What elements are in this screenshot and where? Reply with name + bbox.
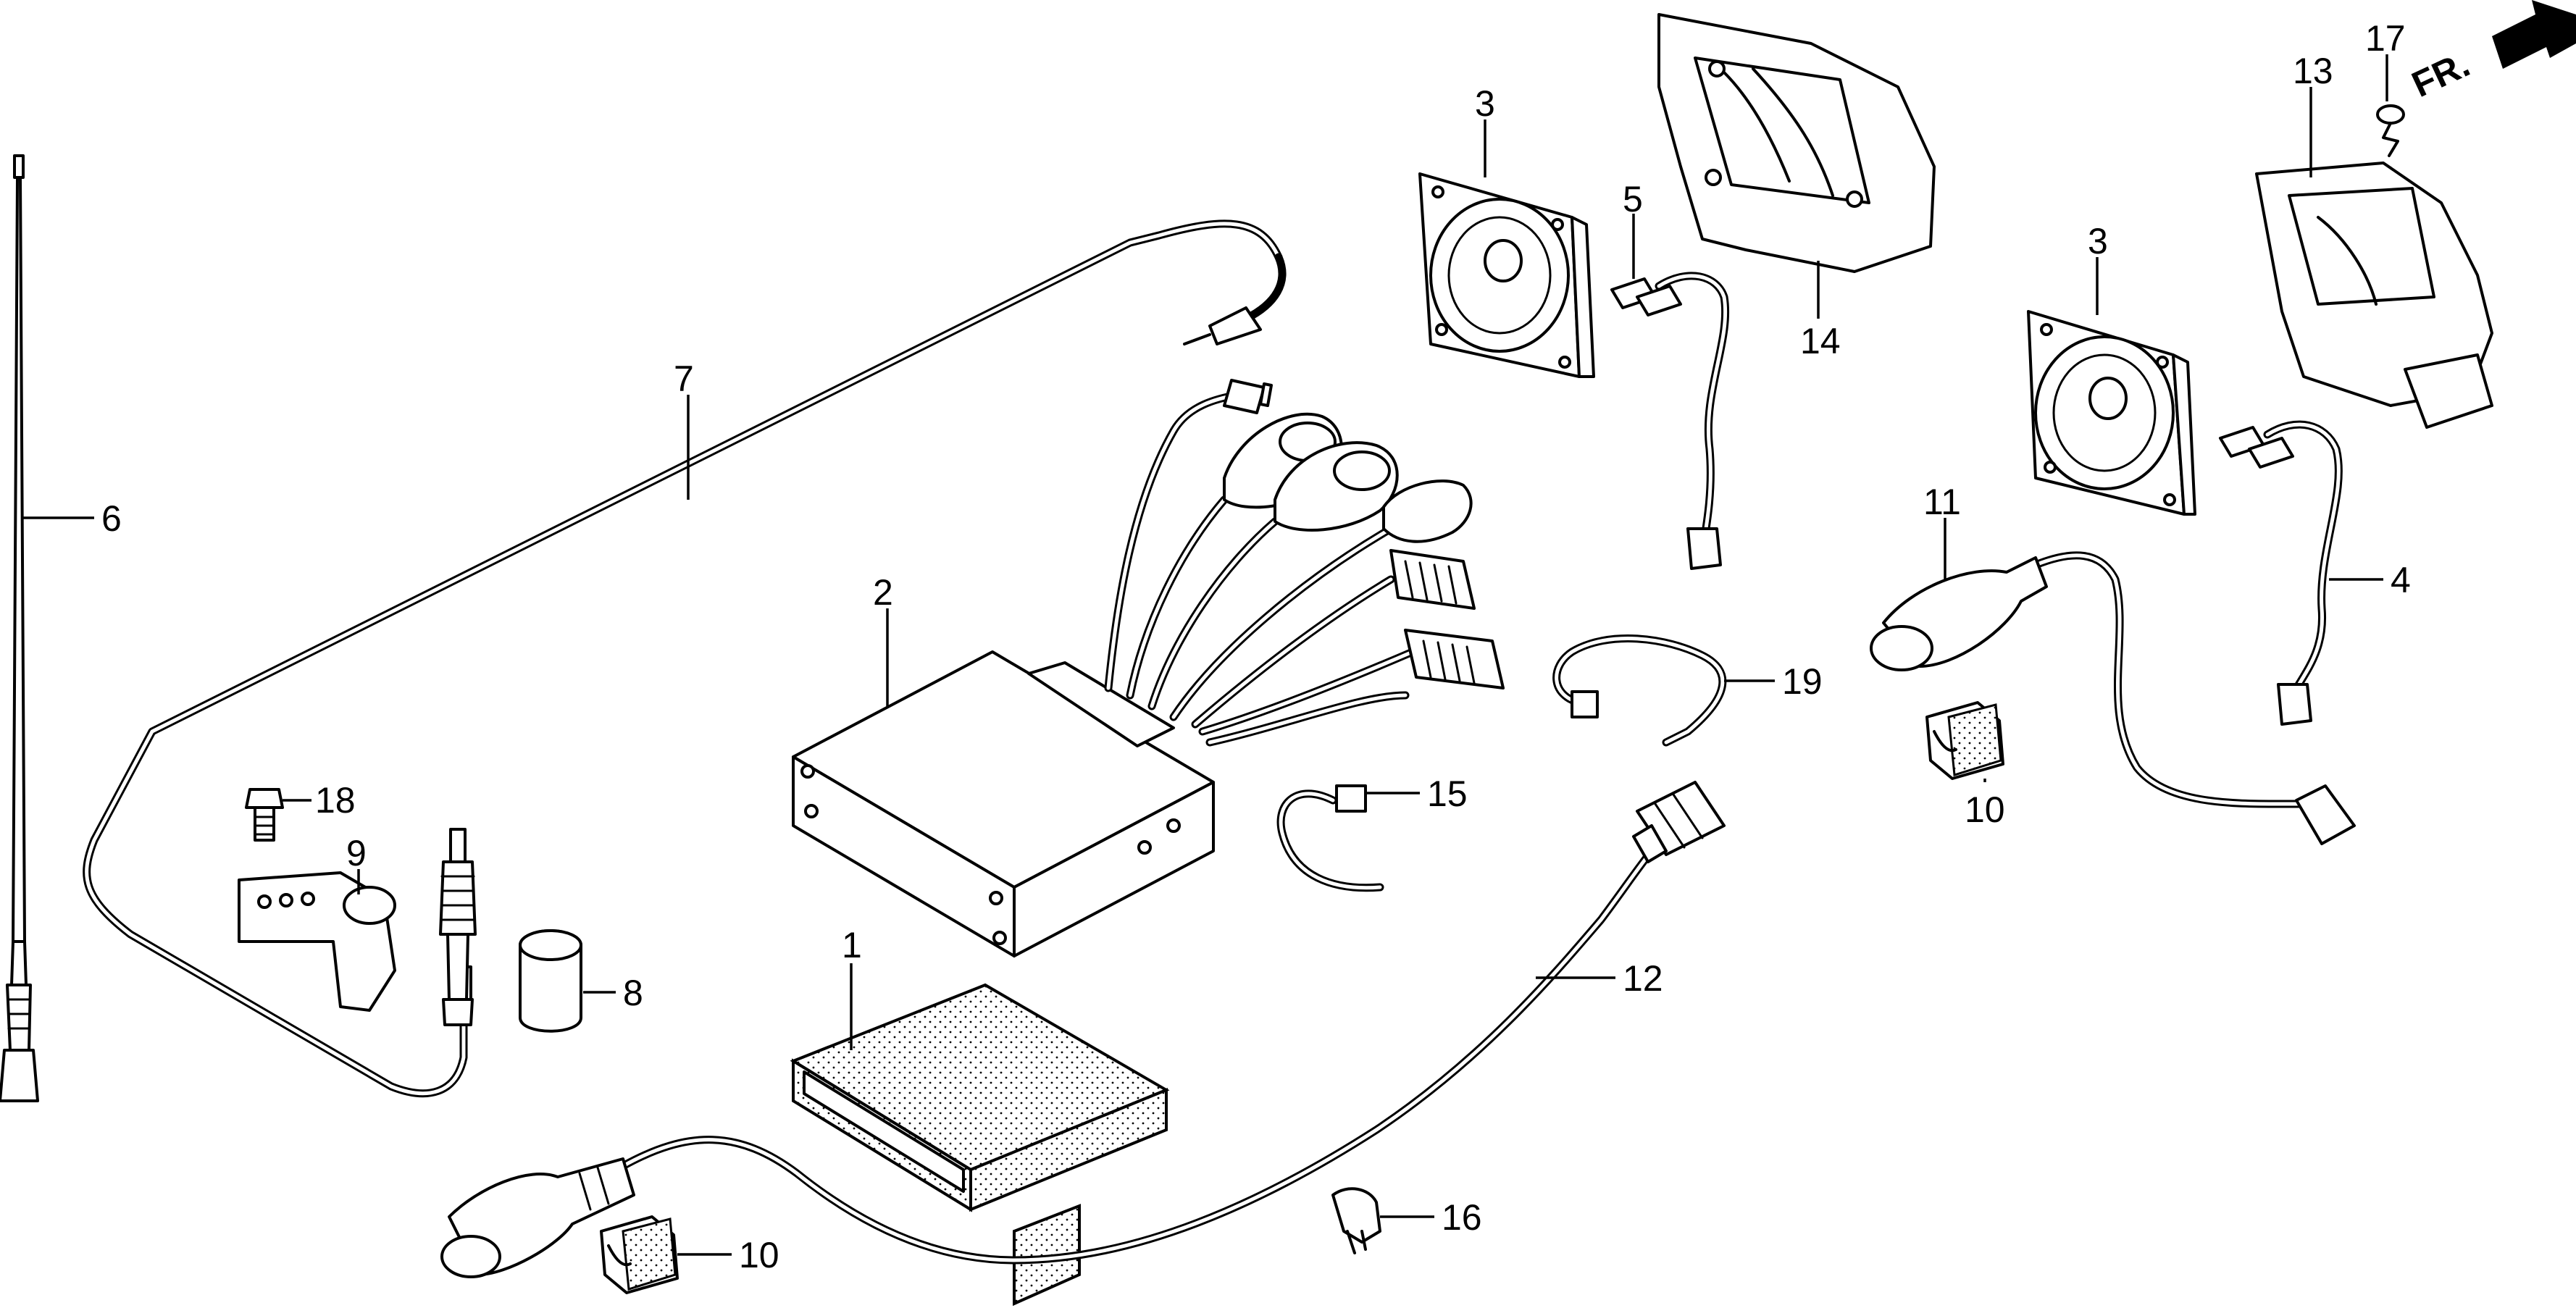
screw (2376, 104, 2405, 157)
band-clamp (1276, 784, 1384, 892)
unit-harness (1104, 379, 1505, 747)
label-11: 11 (1923, 482, 1961, 522)
label-12: 12 (1623, 958, 1663, 999)
antenna-mast (0, 154, 39, 1102)
antenna-plug (439, 828, 477, 1026)
clip-16 (1331, 1187, 1381, 1254)
label-10-right: 10 (1965, 789, 2005, 830)
antenna-bracket (238, 871, 396, 1012)
speaker-harness-upper (1610, 272, 1730, 570)
audio-unit (792, 650, 1215, 957)
label-4: 4 (2391, 560, 2411, 600)
collar (519, 929, 582, 1033)
label-19: 19 (1782, 661, 1823, 702)
label-14: 14 (1800, 321, 1841, 361)
label-1: 1 (842, 925, 862, 965)
antenna-feeder-cable (83, 219, 1287, 1098)
label-9: 9 (346, 833, 367, 873)
speaker-upper (1418, 172, 1595, 378)
clip-lower (600, 1215, 679, 1294)
speaker-harness-right (2219, 420, 2343, 726)
label-8: 8 (623, 973, 643, 1013)
label-3-right: 3 (2088, 221, 2108, 261)
bolt (245, 788, 284, 842)
speaker-right (2027, 310, 2196, 516)
label-6: 6 (101, 498, 122, 539)
label-10-lower: 10 (739, 1235, 779, 1275)
label-13: 13 (2293, 51, 2333, 91)
unit-holder (790, 983, 1170, 1307)
socket-harness (1870, 551, 2356, 845)
band-clamp-19 (1552, 634, 1727, 747)
label-5: 5 (1623, 179, 1643, 219)
speaker-housing-right (2255, 162, 2493, 429)
label-17: 17 (2365, 18, 2406, 59)
front-direction-arrow: FR. (2406, 0, 2576, 105)
label-15: 15 (1427, 774, 1468, 814)
label-3-upper: 3 (1475, 83, 1495, 124)
label-2: 2 (873, 572, 893, 613)
clip-right (1925, 701, 2004, 780)
main-harness (619, 781, 1726, 1265)
label-16: 16 (1442, 1197, 1482, 1238)
harness-socket-lower (440, 1157, 635, 1278)
front-direction-label: FR. (2406, 43, 2476, 105)
label-7: 7 (674, 359, 694, 399)
speaker-housing (1657, 13, 1936, 273)
label-18: 18 (315, 780, 356, 821)
